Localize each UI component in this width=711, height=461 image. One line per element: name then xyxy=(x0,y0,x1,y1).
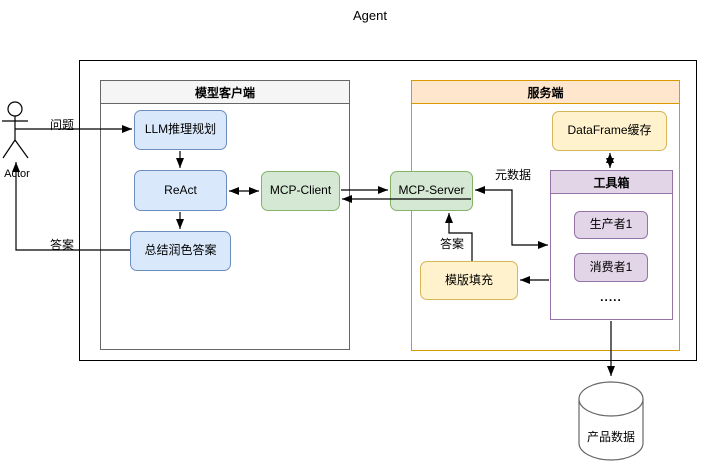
database-cylinder-icon xyxy=(578,381,644,461)
edge-label-question: 问题 xyxy=(49,118,74,132)
node-llm-planning: LLM推理规划 xyxy=(134,110,227,150)
toolbox-group: 工具箱 xyxy=(550,170,673,320)
edge-label-answer-to-server: 答案 xyxy=(439,237,464,251)
server-group-title: 服务端 xyxy=(412,81,679,104)
database-label: 产品数据 xyxy=(586,430,635,444)
edge-label-metadata: 元数据 xyxy=(494,168,531,182)
actor-icon xyxy=(2,101,29,159)
node-mcp-client: MCP-Client xyxy=(261,171,340,211)
diagram-title: Agent xyxy=(353,8,387,23)
node-consumer-1: 消费者1 xyxy=(574,253,648,282)
node-mcp-server: MCP-Server xyxy=(390,171,473,211)
node-react: ReAct xyxy=(134,170,227,211)
toolbox-ellipsis: ..... xyxy=(600,290,622,304)
node-dataframe-cache: DataFrame缓存 xyxy=(552,111,667,151)
node-summarize-answer: 总结润色答案 xyxy=(130,231,231,271)
model-client-group-title: 模型客户端 xyxy=(101,81,349,104)
node-producer-1: 生产者1 xyxy=(574,211,648,239)
node-template-fill: 模版填充 xyxy=(420,261,518,300)
toolbox-group-title: 工具箱 xyxy=(551,171,672,194)
actor-label: Actor xyxy=(4,168,30,180)
edge-label-answer-to-actor: 答案 xyxy=(49,238,74,252)
